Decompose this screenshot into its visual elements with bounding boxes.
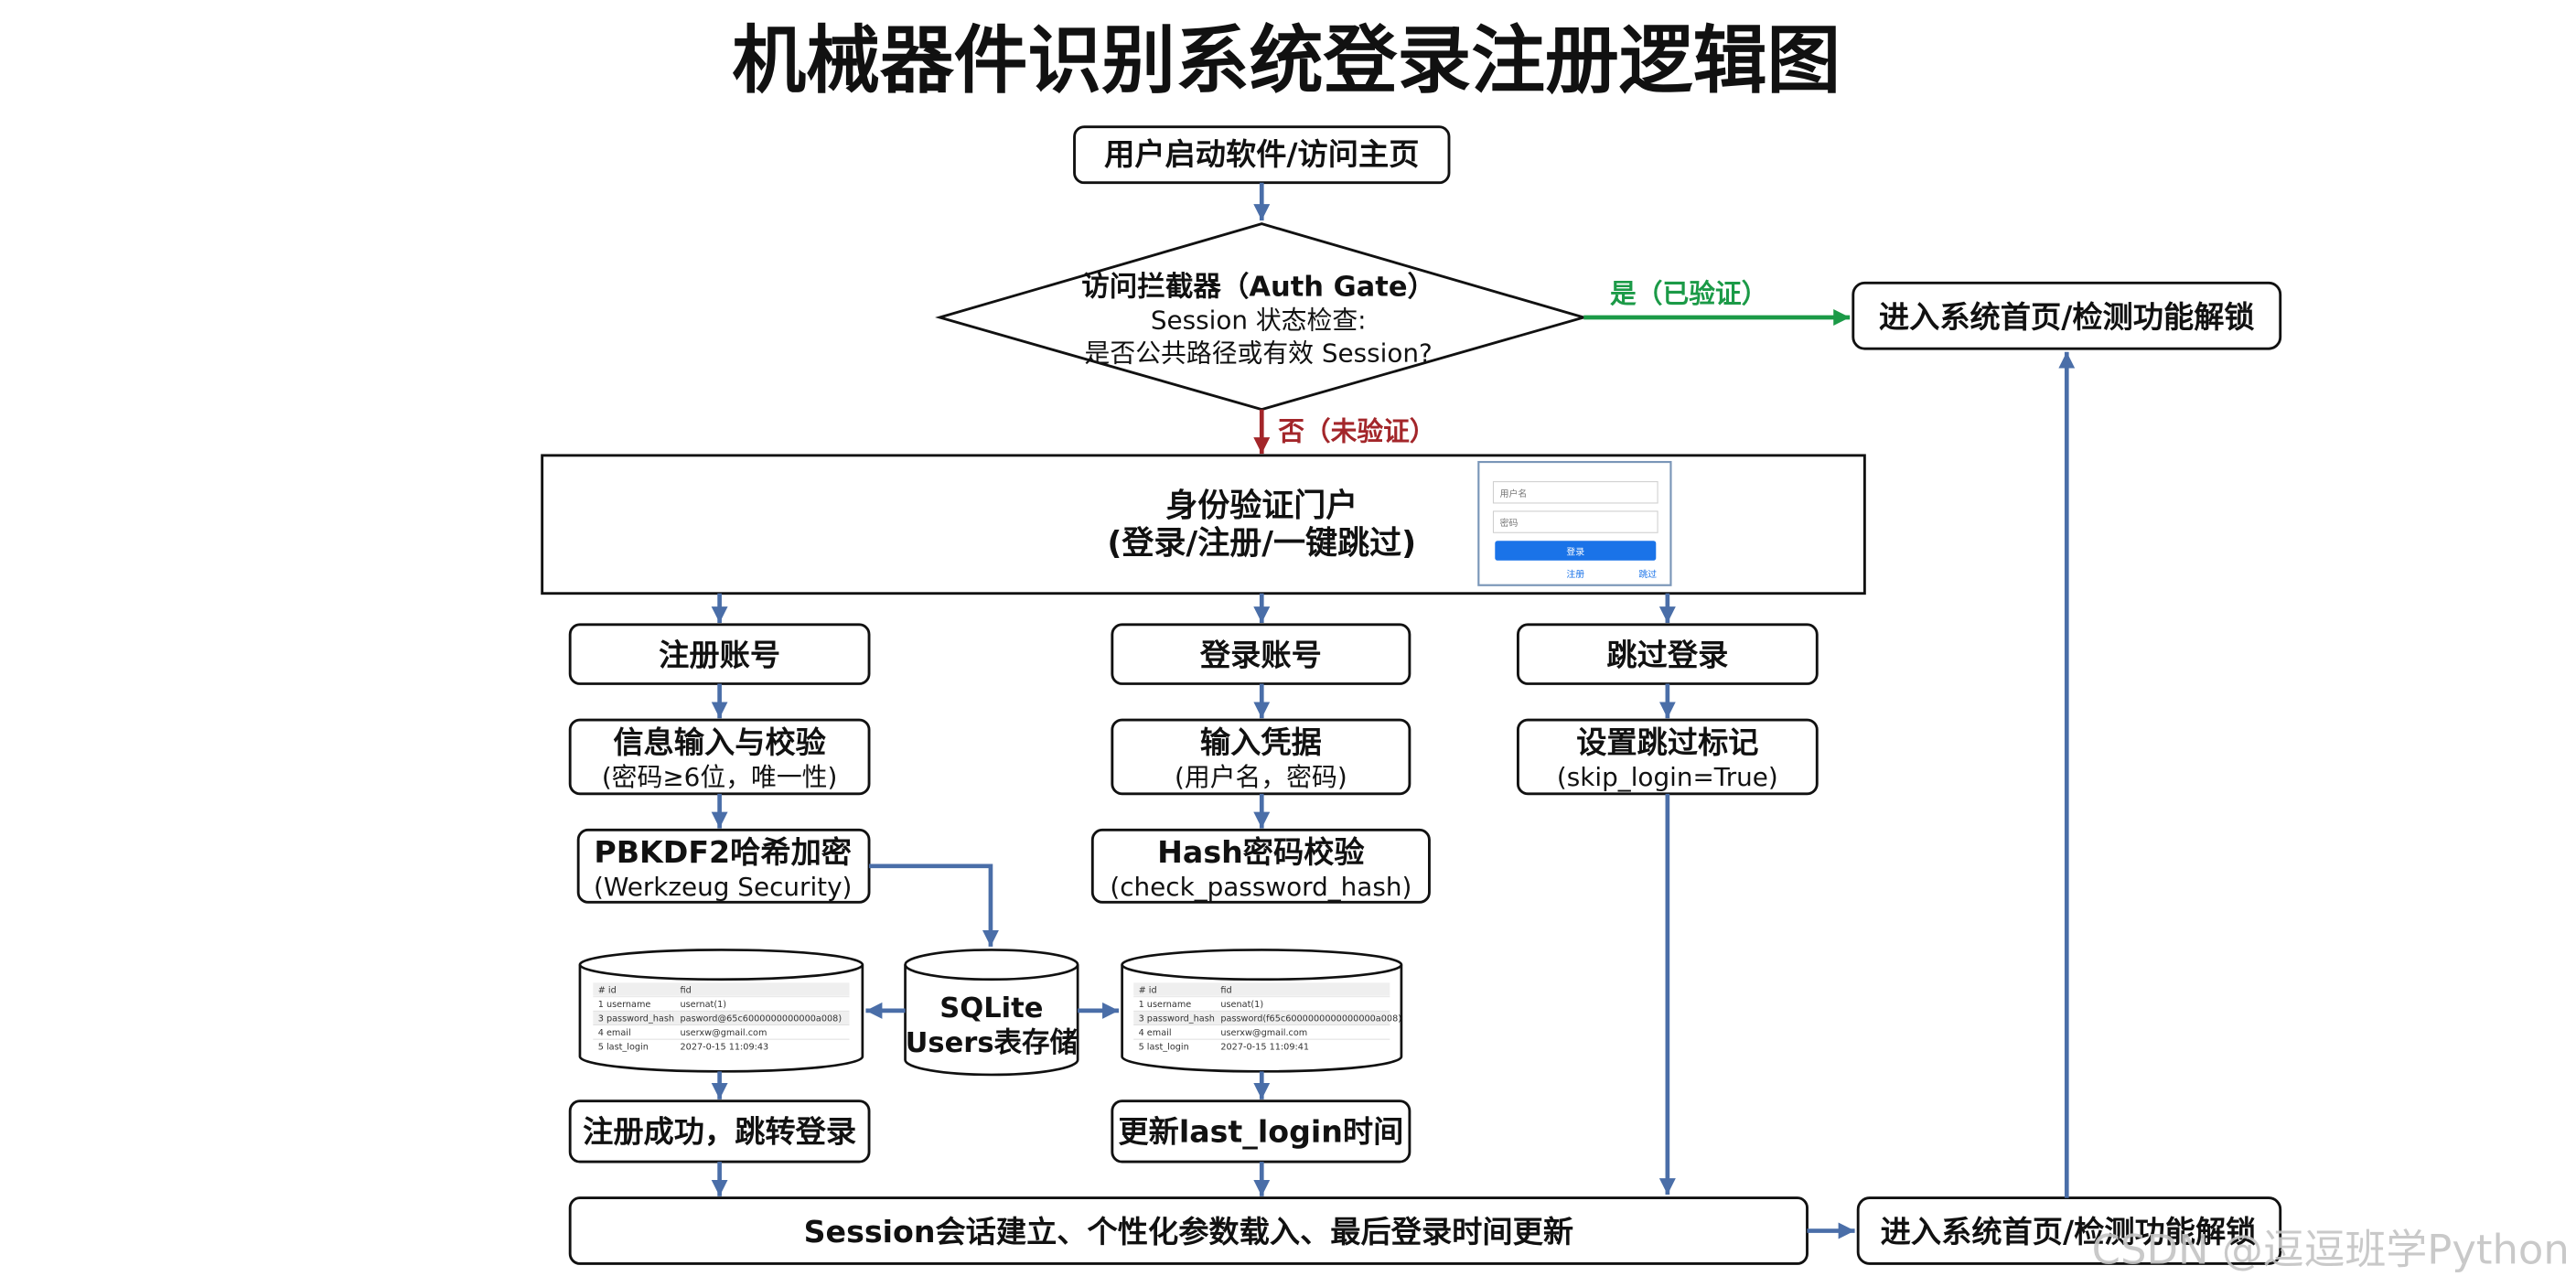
- register-success-label: 注册成功，跳转登录: [583, 1114, 856, 1150]
- table-cell-field: 1 username: [1139, 1000, 1192, 1010]
- preview-username-field: [1492, 481, 1658, 504]
- update-last-login-label: 更新last_login时间: [1118, 1114, 1403, 1150]
- login-cylinder-top: [1121, 949, 1403, 981]
- sqlite-label: SQLite: [939, 992, 1043, 1024]
- table-cell-field: 3 password_hash: [598, 1014, 674, 1024]
- skip-flag-node: 设置跳过标记 (skip_login=True): [1516, 718, 1819, 796]
- hash-check-sub: (check_password_hash): [1110, 872, 1411, 902]
- pbkdf2-hash-title: PBKDF2哈希加密: [594, 834, 852, 870]
- identity-portal-title: 身份验证门户: [1165, 487, 1358, 524]
- identity-portal-subtitle: (登录/注册/一键跳过): [1107, 525, 1416, 563]
- login-user-table: # id fid 1 username usenat(1) 3 password…: [1133, 982, 1401, 1052]
- table-cell-value: fid: [681, 985, 692, 995]
- preview-login-button: [1495, 541, 1657, 561]
- home-node-bottom-label: 进入系统首页/检测功能解锁: [1881, 1214, 2257, 1249]
- sqlite-cylinder-body: [904, 964, 1079, 1077]
- session-setup-label: Session会话建立、个性化参数载入、最后登录时间更新: [804, 1214, 1573, 1249]
- auth-gate-title: 访问拦截器（Auth Gate）: [1081, 272, 1435, 304]
- identity-portal: 身份验证门户 (登录/注册/一键跳过) 用户名 密码 登录 注册 跳过: [541, 454, 1866, 595]
- home-node-bottom-box: [1856, 1196, 2282, 1265]
- login-form-preview: 用户名 密码 登录 注册 跳过: [1477, 460, 1672, 586]
- validate-input-sub: (密码≥6位，唯一性): [602, 762, 838, 792]
- table-cell-value: usernat(1): [681, 1000, 727, 1010]
- table-cell-field: 5 last_login: [598, 1042, 649, 1052]
- no-unverified-label: 否（未验证）: [1278, 416, 1435, 447]
- table-cell-value: userxw@gmail.com: [681, 1028, 767, 1038]
- preview-username-placeholder: 用户名: [1500, 488, 1528, 499]
- table-cell-field: # id: [1139, 985, 1157, 995]
- home-node-top: 进入系统首页/检测功能解锁: [1852, 281, 2282, 350]
- sqlite-cylinder-top: [904, 949, 1079, 981]
- hash-check-box: [1090, 828, 1431, 904]
- table-cell-value: fid: [1220, 985, 1231, 995]
- preview-password-placeholder: 密码: [1500, 517, 1519, 529]
- arrow-hash-to-sqlite: [869, 863, 999, 947]
- preview-login-button-label: 登录: [1566, 546, 1584, 558]
- start-node: 用户启动软件/访问主页: [1073, 125, 1451, 185]
- login-account-label: 登录账号: [1199, 638, 1322, 673]
- table-cell-value: userxw@gmail.com: [1220, 1028, 1307, 1038]
- pbkdf2-hash-sub: (Werkzeug Security): [594, 872, 852, 902]
- table-cell-field: # id: [598, 985, 617, 995]
- table-cell-value: usenat(1): [1220, 1000, 1263, 1010]
- table-cell-field: 4 email: [1139, 1028, 1172, 1038]
- register-success-node: 注册成功，跳转登录: [568, 1099, 871, 1164]
- update-last-login-node: 更新last_login时间: [1111, 1099, 1411, 1164]
- table-cell-value: password(f65c6000000000000000a008): [1220, 1014, 1401, 1024]
- table-cell-field: 4 email: [598, 1028, 631, 1038]
- register-user-table: # id fid 1 username usernat(1) 3 passwor…: [593, 982, 850, 1052]
- preview-skip-link: 跳过: [1638, 568, 1657, 580]
- table-cell-value: 2027-0-15 11:09:43: [681, 1042, 769, 1052]
- register-user-record-cylinder: # id fid 1 username usernat(1) 3 passwor…: [578, 949, 864, 1073]
- skip-flag-sub: (skip_login=True): [1557, 762, 1778, 792]
- yes-verified-label: 是（已验证）: [1610, 278, 1767, 309]
- validate-input-title: 信息输入与校验: [613, 724, 826, 760]
- home-node-top-box: [1852, 281, 2282, 350]
- login-user-record-cylinder: # id fid 1 username usenat(1) 3 password…: [1121, 949, 1403, 1073]
- start-node-label: 用户启动软件/访问主页: [1104, 136, 1419, 172]
- auth-gate-decision: 访问拦截器（Auth Gate） Session 状态检查: 是否公共路径或有效…: [935, 222, 1589, 412]
- table-row: [1133, 1011, 1390, 1025]
- table-row: [593, 982, 850, 996]
- auth-gate-line3: 是否公共路径或有效 Session?: [1085, 338, 1433, 369]
- session-setup-node: Session会话建立、个性化参数载入、最后登录时间更新: [568, 1196, 1809, 1265]
- pbkdf2-hash-node: PBKDF2哈希加密 (Werkzeug Security): [576, 828, 871, 904]
- enter-credentials-node: 输入凭据 (用户名，密码): [1111, 718, 1411, 796]
- table-cell-field: 1 username: [598, 1000, 651, 1010]
- sqlite-users-database: SQLite Users表存储: [904, 949, 1079, 1077]
- auth-gate-line2: Session 状态检查:: [1151, 306, 1367, 336]
- validate-input-node: 信息输入与校验 (密码≥6位，唯一性): [568, 718, 871, 796]
- hash-check-node: Hash密码校验 (check_password_hash): [1090, 828, 1431, 904]
- home-node-top-label: 进入系统首页/检测功能解锁: [1879, 299, 2255, 335]
- skip-flag-title: 设置跳过标记: [1576, 724, 1758, 760]
- csdn-watermark: CSDN @逗逗班学Python: [2092, 1225, 2570, 1273]
- enter-credentials-title: 输入凭据: [1200, 724, 1322, 760]
- table-row: [1133, 982, 1390, 996]
- login-account-node: 登录账号: [1111, 623, 1411, 685]
- preview-password-field: [1492, 510, 1658, 533]
- register-cylinder-top: [578, 949, 864, 981]
- register-account-label: 注册账号: [659, 638, 780, 673]
- table-cell-field: 5 last_login: [1139, 1042, 1189, 1052]
- users-table-storage-label: Users表存储: [906, 1027, 1078, 1059]
- diagram-title: 机械器件识别系统登录注册逻辑图: [732, 18, 1841, 104]
- home-node-bottom: 进入系统首页/检测功能解锁: [1856, 1196, 2282, 1265]
- enter-credentials-sub: (用户名，密码): [1175, 762, 1347, 792]
- table-cell-value: 2027-0-15 11:09:41: [1220, 1042, 1309, 1052]
- skip-login-node: 跳过登录: [1516, 623, 1819, 685]
- register-account-node: 注册账号: [568, 623, 871, 685]
- hash-check-title: Hash密码校验: [1157, 834, 1365, 870]
- table-cell-field: 3 password_hash: [1139, 1014, 1215, 1024]
- preview-register-link: 注册: [1566, 568, 1584, 580]
- table-cell-value: pasword@65c6000000000000a008): [681, 1014, 843, 1024]
- table-row: [593, 1011, 850, 1025]
- skip-login-label: 跳过登录: [1606, 638, 1728, 673]
